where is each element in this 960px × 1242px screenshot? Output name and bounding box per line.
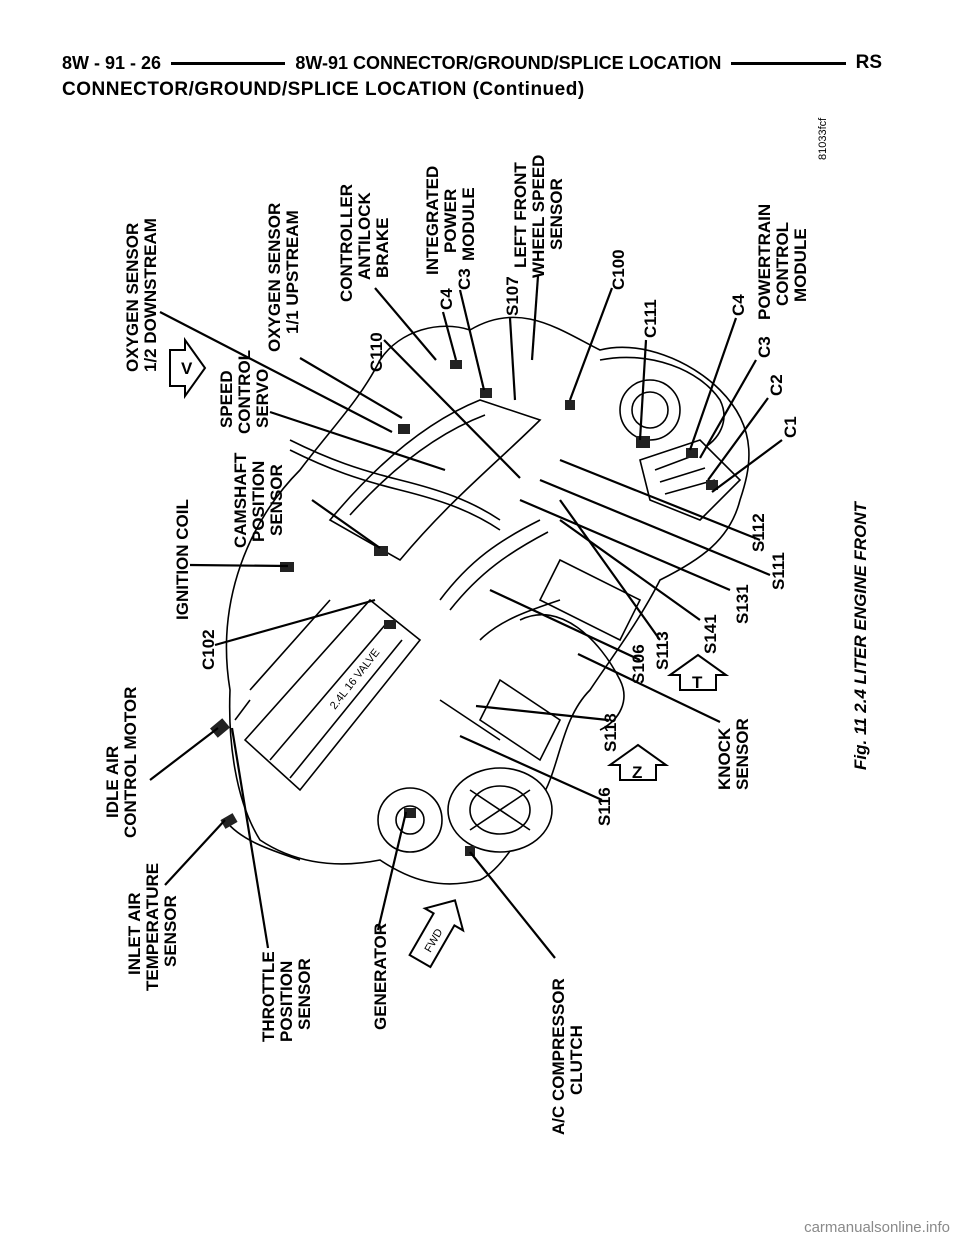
svg-text:SPEED: SPEED [217, 370, 236, 428]
svg-text:CLUTCH: CLUTCH [567, 1025, 586, 1095]
svg-text:CONTROL: CONTROL [235, 350, 254, 434]
svg-text:1/1 UPSTREAM: 1/1 UPSTREAM [283, 210, 302, 334]
svg-text:SENSOR: SENSOR [267, 464, 286, 536]
label-knock-sensor: KNOCK SENSOR [715, 718, 752, 790]
svg-text:1/2 DOWNSTREAM: 1/2 DOWNSTREAM [141, 218, 160, 372]
label-s141: S141 [701, 614, 720, 654]
svg-text:INLET AIR: INLET AIR [125, 893, 144, 975]
label-ac-compressor-clutch: A/C COMPRESSOR CLUTCH [549, 978, 586, 1135]
label-c4-ipm: C4 [437, 288, 456, 310]
svg-text:CONTROL MOTOR: CONTROL MOTOR [121, 687, 140, 838]
svg-text:LEFT FRONT: LEFT FRONT [511, 162, 530, 268]
svg-text:POSITION: POSITION [277, 961, 296, 1042]
label-oxygen-sensor-11: OXYGEN SENSOR 1/1 UPSTREAM [265, 203, 302, 352]
label-powertrain-control-module: POWERTRAIN CONTROL MODULE [755, 204, 810, 320]
label-c3-pcm: C3 [755, 336, 774, 358]
view-marker-t: T [666, 653, 730, 692]
svg-text:POWER: POWER [441, 189, 460, 253]
page-number: 8W - 91 - 26 [62, 52, 162, 73]
view-marker-z: Z [606, 743, 670, 782]
label-idle-air-control-motor: IDLE AIR CONTROL MOTOR [103, 687, 140, 838]
svg-text:IDLE AIR: IDLE AIR [103, 746, 122, 818]
leader-lines [149, 275, 783, 959]
label-c4-pcm: C4 [729, 294, 748, 316]
label-s107: S107 [503, 276, 522, 316]
label-inlet-air-temperature-sensor: INLET AIR TEMPERATURE SENSOR [125, 863, 180, 991]
label-generator: GENERATOR [371, 923, 390, 1030]
header-rule-right [731, 61, 846, 65]
svg-text:TEMPERATURE: TEMPERATURE [143, 863, 162, 991]
svg-text:GENERATOR: GENERATOR [371, 923, 390, 1030]
section-title: 8W-91 CONNECTOR/GROUND/SPLICE LOCATION [295, 52, 722, 73]
svg-text:Z: Z [632, 763, 642, 782]
svg-text:CONTROL: CONTROL [773, 222, 792, 306]
label-left-front-wheel-speed-sensor: LEFT FRONT WHEEL SPEED SENSOR [511, 155, 566, 278]
svg-text:SENSOR: SENSOR [161, 895, 180, 967]
label-s106: S106 [629, 644, 648, 684]
label-c100: C100 [609, 249, 628, 290]
engine-drawing: 2.4L 16 VALVE [210, 316, 750, 885]
label-c110: C110 [367, 332, 386, 372]
svg-text:SENSOR: SENSOR [733, 718, 752, 790]
svg-text:BRAKE: BRAKE [373, 218, 392, 278]
figure-id-code: 81033fcf [817, 117, 829, 160]
svg-text:CAMSHAFT: CAMSHAFT [231, 452, 250, 548]
view-marker-v: V [169, 336, 207, 400]
svg-text:WHEEL SPEED: WHEEL SPEED [529, 155, 548, 278]
label-c2: C2 [767, 374, 786, 396]
svg-text:SENSOR: SENSOR [547, 178, 566, 250]
svg-text:THROTTLE: THROTTLE [259, 951, 278, 1042]
label-oxygen-sensor-12: OXYGEN SENSOR 1/2 DOWNSTREAM [123, 218, 160, 372]
page-subtitle: CONNECTOR/GROUND/SPLICE LOCATION (Contin… [62, 79, 585, 100]
label-integrated-power-module: INTEGRATED POWER MODULE [423, 166, 478, 275]
svg-text:IGNITION COIL: IGNITION COIL [173, 499, 192, 620]
svg-text:CONTROLLER: CONTROLLER [337, 184, 356, 302]
svg-text:OXYGEN SENSOR: OXYGEN SENSOR [123, 223, 142, 372]
svg-text:SENSOR: SENSOR [295, 958, 314, 1030]
label-speed-control-servo: SPEED CONTROL SERVO [217, 350, 272, 434]
label-s116: S116 [595, 787, 614, 826]
label-c3-ipm: C3 [455, 268, 474, 290]
svg-text:KNOCK: KNOCK [715, 727, 734, 790]
svg-text:INTEGRATED: INTEGRATED [423, 166, 442, 275]
label-s118: S118 [601, 713, 620, 752]
figure-caption: Fig. 11 2.4 LITER ENGINE FRONT [851, 500, 870, 770]
svg-text:OXYGEN SENSOR: OXYGEN SENSOR [265, 203, 284, 352]
watermark-url: carmanualsonline.info [804, 1219, 950, 1236]
header-rule-left [171, 61, 286, 65]
label-camshaft-position-sensor: CAMSHAFT POSITION SENSOR [231, 452, 286, 548]
svg-text:POSITION: POSITION [249, 461, 268, 542]
svg-text:T: T [692, 673, 703, 692]
page-header: 8W - 91 - 26 8W-91 CONNECTOR/GROUND/SPLI… [62, 50, 882, 76]
label-s111: S111 [769, 552, 788, 590]
model-code: RS [855, 52, 883, 73]
label-c111: C111 [641, 299, 660, 338]
label-c102: C102 [199, 629, 218, 670]
label-s131: S131 [733, 584, 752, 624]
svg-text:POWERTRAIN: POWERTRAIN [755, 204, 774, 320]
label-controller-antilock-brake: CONTROLLER ANTILOCK BRAKE [337, 184, 392, 302]
svg-text:A/C COMPRESSOR: A/C COMPRESSOR [549, 978, 568, 1135]
label-throttle-position-sensor: THROTTLE POSITION SENSOR [259, 951, 314, 1042]
svg-text:MODULE: MODULE [459, 187, 478, 261]
svg-text:MODULE: MODULE [791, 228, 810, 302]
label-s113: S113 [653, 631, 672, 670]
label-c1: C1 [781, 416, 800, 438]
label-ignition-coil: IGNITION COIL [173, 499, 192, 620]
label-s112: S112 [749, 513, 768, 552]
svg-text:V: V [181, 359, 193, 378]
svg-text:SERVO: SERVO [253, 369, 272, 428]
fwd-arrow: FWD [408, 899, 465, 969]
svg-text:ANTILOCK: ANTILOCK [355, 191, 374, 280]
